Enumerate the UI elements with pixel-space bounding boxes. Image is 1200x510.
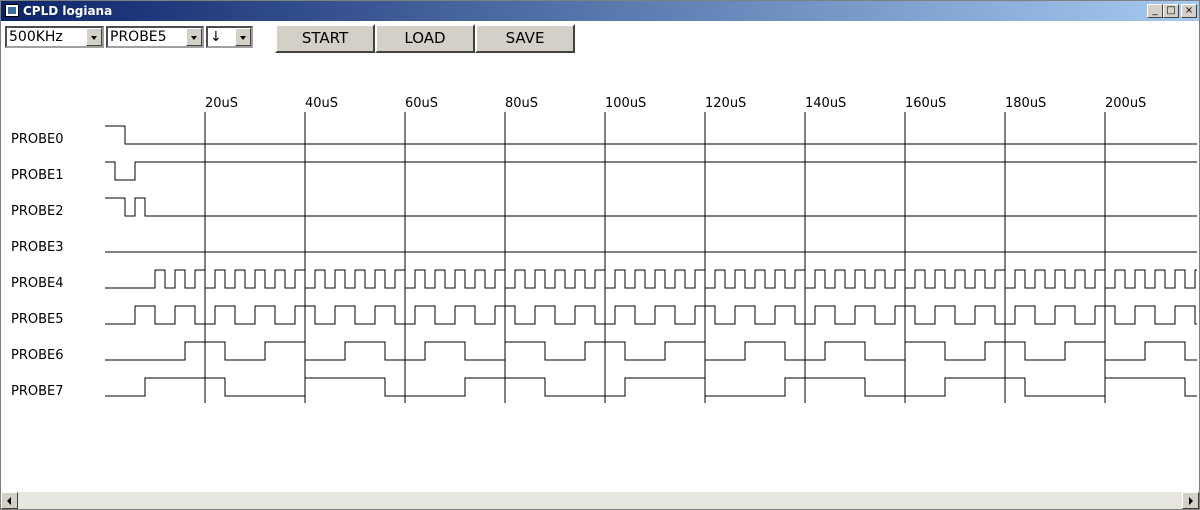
trigger-probe-select[interactable]: PROBE5 bbox=[106, 26, 204, 48]
waveform-trace bbox=[105, 161, 1197, 181]
waveform-trace bbox=[105, 197, 1197, 217]
probe-label: PROBE4 bbox=[11, 276, 64, 291]
x-tick-label: 180uS bbox=[1005, 96, 1046, 111]
probe-label: PROBE7 bbox=[11, 384, 64, 399]
x-tick-label: 40uS bbox=[305, 96, 338, 111]
probe-label: PROBE3 bbox=[11, 240, 64, 255]
x-tick-label: 120uS bbox=[705, 96, 746, 111]
trigger-edge-select[interactable]: ↓ bbox=[206, 26, 253, 48]
window-title: CPLD logiana bbox=[23, 4, 113, 18]
minimize-button[interactable]: _ bbox=[1147, 4, 1163, 18]
start-button[interactable]: START bbox=[275, 24, 375, 53]
x-tick-label: 80uS bbox=[505, 96, 538, 111]
clock-rate-select[interactable]: 500KHz bbox=[5, 26, 104, 48]
x-tick-label: 200uS bbox=[1105, 96, 1146, 111]
horizontal-scrollbar[interactable] bbox=[1, 492, 1199, 509]
x-tick-label: 160uS bbox=[905, 96, 946, 111]
waveform-trace bbox=[105, 377, 1197, 397]
x-tick-label: 20uS bbox=[205, 96, 238, 111]
maximize-button[interactable]: □ bbox=[1163, 4, 1179, 18]
save-button[interactable]: SAVE bbox=[475, 24, 575, 53]
close-button[interactable]: × bbox=[1181, 4, 1197, 18]
waveform-trace bbox=[105, 269, 1197, 289]
waveform-display: 20uS 40uS 60uS 80uS 100uS 120uS 140uS 160uS 180u… bbox=[11, 96, 1197, 403]
trigger-edge-value: ↓ bbox=[210, 29, 222, 45]
chevron-down-icon[interactable] bbox=[186, 28, 202, 46]
scroll-right-arrow-icon[interactable] bbox=[1182, 492, 1199, 509]
probe-label: PROBE6 bbox=[11, 348, 64, 363]
probe-label: PROBE5 bbox=[11, 312, 64, 327]
trigger-probe-value: PROBE5 bbox=[110, 29, 167, 45]
app-icon[interactable] bbox=[5, 4, 19, 17]
title-bar[interactable]: CPLD logiana _ □ × bbox=[1, 1, 1199, 21]
x-tick-label: 100uS bbox=[605, 96, 646, 111]
chevron-down-icon[interactable] bbox=[86, 28, 102, 46]
waveform-trace bbox=[105, 125, 1197, 145]
load-button[interactable]: LOAD bbox=[375, 24, 475, 53]
x-tick-label: 60uS bbox=[405, 96, 438, 111]
waveform-trace bbox=[105, 305, 1197, 325]
chevron-down-icon[interactable] bbox=[235, 28, 251, 46]
x-tick-label: 140uS bbox=[805, 96, 846, 111]
waveform-trace bbox=[105, 341, 1197, 361]
probe-label: PROBE2 bbox=[11, 204, 64, 219]
clock-rate-value: 500KHz bbox=[9, 29, 63, 45]
probe-label: PROBE1 bbox=[11, 168, 64, 183]
scroll-left-arrow-icon[interactable] bbox=[1, 492, 18, 509]
probe-label: PROBE0 bbox=[11, 132, 64, 147]
